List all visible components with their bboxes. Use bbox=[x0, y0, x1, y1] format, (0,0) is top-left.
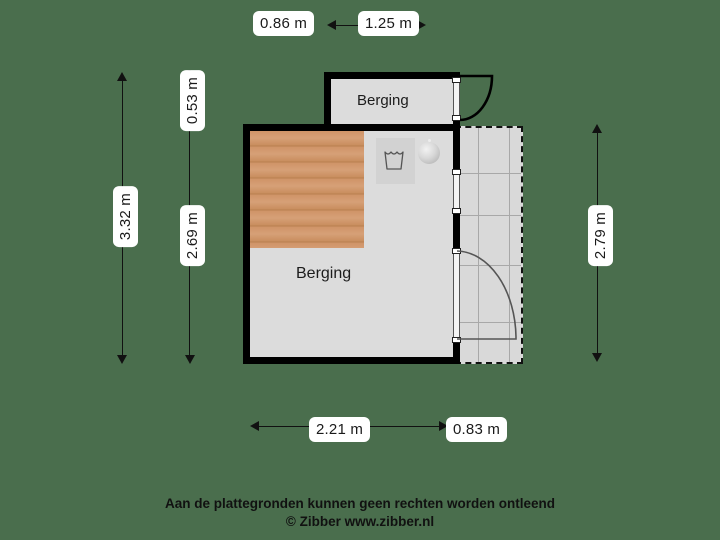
window-main-east-cap-bottom bbox=[452, 208, 461, 214]
dimension-arrow-bottom-left bbox=[250, 421, 259, 431]
dimension-label-left-inner-1: 0.53 m bbox=[180, 70, 205, 132]
dimension-label-left-outer-1: 3.32 m bbox=[113, 186, 138, 248]
room-fill-berging-top bbox=[330, 78, 454, 124]
tiled-terrace bbox=[455, 126, 523, 364]
door-main-room-strike-cap bbox=[452, 337, 461, 343]
dimension-arrow-left-inner-bottom bbox=[185, 355, 195, 364]
appliance-pad bbox=[376, 138, 415, 184]
dimension-arrow-top-left bbox=[327, 20, 336, 30]
wall-main-east-lower bbox=[453, 340, 460, 364]
dimension-arrow-left-outer-top bbox=[117, 72, 127, 81]
wall-main-west bbox=[243, 124, 250, 364]
wooden-deck bbox=[250, 131, 364, 248]
dimension-label-left-inner-2: 2.69 m bbox=[180, 205, 205, 267]
terrace-grid-line bbox=[509, 128, 510, 362]
wall-top-room-west bbox=[324, 72, 331, 127]
terrace-grid-line bbox=[478, 128, 479, 362]
dimension-arrow-right-bottom bbox=[592, 353, 602, 362]
dimension-arrow-bottom-right bbox=[439, 421, 448, 431]
dimension-label-bottom-1: 2.21 m bbox=[309, 417, 371, 442]
door-top-room-leaf[interactable] bbox=[453, 80, 460, 118]
window-main-east-cap-top bbox=[452, 169, 461, 175]
washing-tub-icon bbox=[384, 151, 404, 170]
door-top-room-hinge-cap bbox=[452, 77, 461, 83]
wall-top-room-east-lower bbox=[453, 118, 460, 128]
washing-machine-drum-indicator bbox=[428, 139, 431, 142]
dimension-label-top-1: 0.86 m bbox=[253, 11, 315, 36]
dimension-arrow-right-top bbox=[592, 124, 602, 133]
dimension-label-top-2: 1.25 m bbox=[358, 11, 420, 36]
door-main-room-leaf[interactable] bbox=[453, 250, 460, 340]
window-main-east bbox=[453, 171, 460, 212]
dimension-arrow-top-right bbox=[417, 20, 426, 30]
footer-disclaimer: Aan de plattegronden kunnen geen rechten… bbox=[164, 496, 556, 511]
door-main-room-swing-arc bbox=[456, 250, 517, 340]
wall-main-east-upper bbox=[453, 124, 460, 171]
door-top-room-swing-arc bbox=[459, 74, 494, 122]
wall-main-east-mid bbox=[453, 212, 460, 250]
room-label-berging-top: Berging bbox=[357, 92, 409, 109]
dimension-arrow-left-outer-bottom bbox=[117, 355, 127, 364]
door-top-room-strike-cap bbox=[452, 115, 461, 121]
wall-main-north bbox=[243, 124, 460, 131]
terrace-grid-line bbox=[457, 322, 521, 323]
washing-machine-drum-icon bbox=[418, 142, 440, 164]
wall-top-room-east bbox=[453, 72, 460, 80]
wall-top-room-north bbox=[324, 72, 460, 79]
terrace-grid-line bbox=[457, 173, 521, 174]
footer-copyright: © Zibber www.zibber.nl bbox=[285, 514, 435, 529]
dimension-label-right-1: 2.79 m bbox=[588, 205, 613, 267]
wall-main-south bbox=[243, 357, 460, 364]
dimension-label-bottom-2: 0.83 m bbox=[446, 417, 508, 442]
room-label-berging-main: Berging bbox=[296, 265, 352, 282]
terrace-grid-line bbox=[457, 215, 521, 216]
